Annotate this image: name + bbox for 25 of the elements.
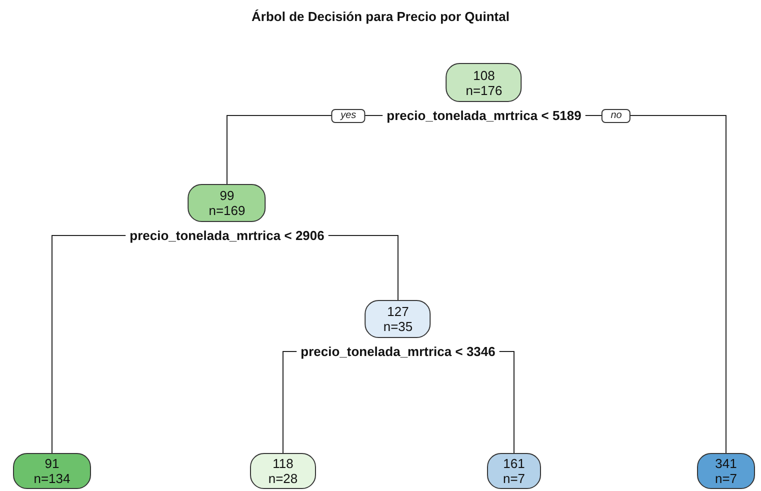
split-condition: precio_tonelada_mrtrica < 2906 xyxy=(130,228,324,243)
node-count: n=134 xyxy=(34,471,70,486)
node-value: 127 xyxy=(387,304,409,319)
split-condition: precio_tonelada_mrtrica < 5189 xyxy=(386,108,582,123)
tree-branch-line xyxy=(584,115,726,454)
split-condition: precio_tonelada_mrtrica < 3346 xyxy=(300,344,496,359)
node-value: 161 xyxy=(503,456,525,471)
edge-label: yes xyxy=(332,108,366,122)
tree-branch-line xyxy=(52,235,126,454)
node-count: n=35 xyxy=(383,319,413,334)
node-count: n=7 xyxy=(502,471,526,486)
node-count: n=176 xyxy=(466,82,502,98)
node-count: n=169 xyxy=(208,203,246,218)
node-value: 341 xyxy=(715,456,737,471)
node-value: 99 xyxy=(220,188,234,203)
node-value: 118 xyxy=(272,456,294,471)
node-count: n=28 xyxy=(268,471,298,486)
edge-label: no xyxy=(602,108,631,122)
node-count: n=7 xyxy=(714,471,738,486)
tree-branch-line xyxy=(282,351,298,454)
node-value: 108 xyxy=(473,68,495,82)
chart-title: Árbol de Decisión para Precio por Quintal xyxy=(250,9,510,24)
tree-branch-line xyxy=(498,351,514,454)
tree-branch-line xyxy=(328,235,398,300)
node-value: 91 xyxy=(44,456,60,471)
